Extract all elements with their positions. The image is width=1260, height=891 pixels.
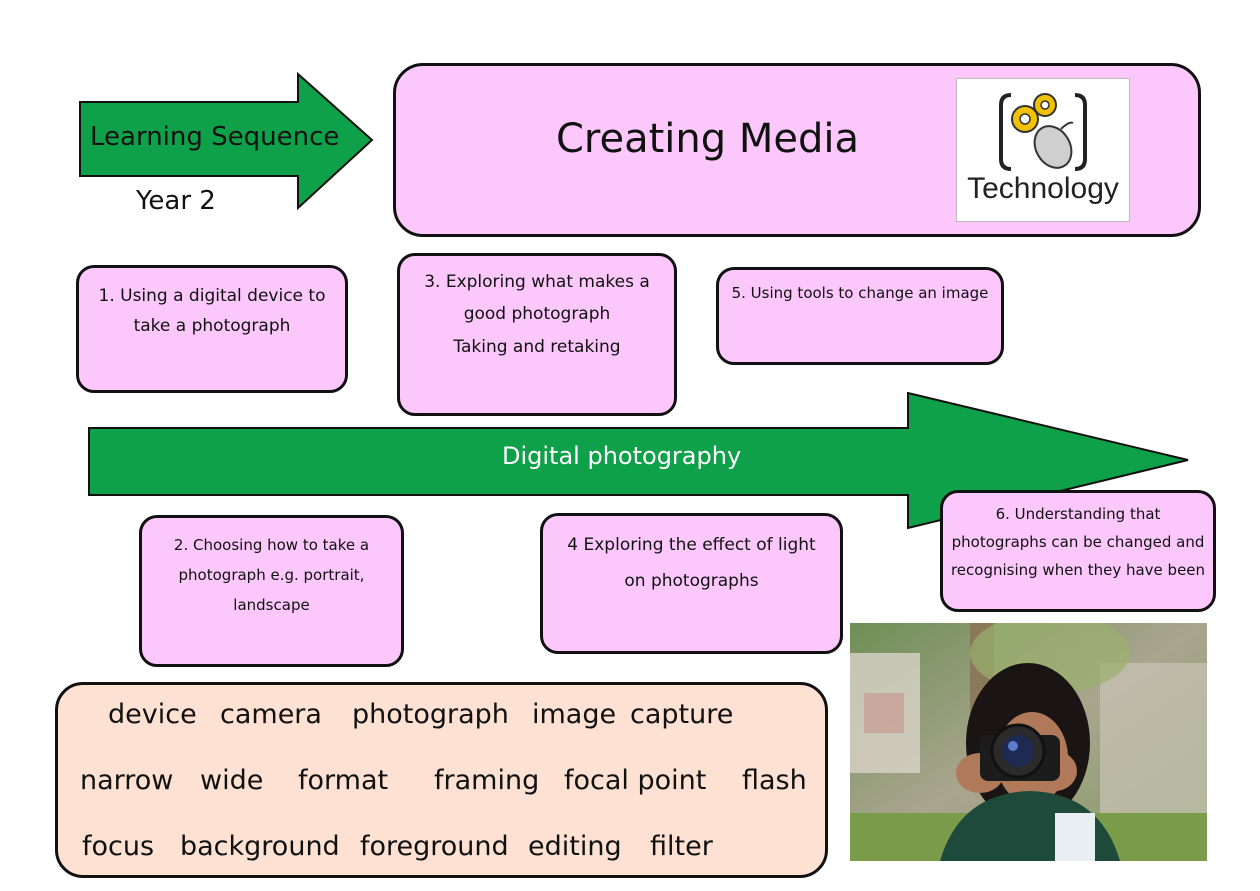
step-1-line-1: 1. Using a digital device to (98, 286, 326, 306)
photographer-photo (850, 623, 1207, 861)
page-title: Creating Media (556, 116, 860, 162)
vocab-word: capture (630, 699, 734, 730)
vocab-word: wide (200, 765, 264, 796)
vocab-word: foreground (360, 831, 509, 862)
vocab-word: flash (742, 765, 807, 796)
step-4-line-1: 4 Exploring the effect of light (567, 535, 816, 555)
step-4-line-2: on photographs (624, 570, 759, 591)
step-4-box: 4 Exploring the effect of light on photo… (540, 513, 843, 654)
vocab-word: background (180, 831, 340, 862)
step-2-line-3: landscape (233, 596, 310, 614)
vocab-word: editing (528, 831, 622, 862)
vocabulary-panel: device camera photograph image capture n… (55, 682, 828, 878)
vocab-word: photograph (352, 699, 509, 730)
vocab-word: focus (82, 831, 155, 862)
step-5-box: 5. Using tools to change an image (716, 267, 1004, 365)
timeline-arrow: Digital photography (88, 392, 1192, 530)
step-1-box: 1. Using a digital device to take a phot… (76, 265, 348, 393)
camera-icon (980, 723, 1060, 781)
vocab-word: narrow (80, 765, 174, 796)
step-2-line-1: 2. Choosing how to take a (173, 536, 370, 554)
step-2-box: 2. Choosing how to take a photograph e.g… (139, 515, 404, 667)
timeline-label: Digital photography (502, 442, 742, 470)
vocab-word: camera (220, 699, 322, 730)
step-5-line-1: 5. Using tools to change an image (731, 284, 989, 302)
gear-icon (1011, 93, 1057, 133)
vocab-word: format (298, 765, 389, 796)
vocab-word: device (108, 699, 197, 730)
step-3-line-3: Taking and retaking (453, 336, 621, 357)
step-3-line-2: good photograph (463, 304, 611, 325)
vocab-word: filter (650, 831, 713, 862)
sequence-label: Learning Sequence (90, 122, 340, 152)
vocab-word: focal point (564, 765, 707, 796)
sequence-arrow: Learning Sequence (78, 72, 376, 212)
logo-label: Technology (967, 171, 1119, 205)
step-3-line-1: 3. Exploring what makes a (424, 272, 650, 292)
step-3-box: 3. Exploring what makes a good photograp… (397, 253, 677, 416)
technology-logo: Technology (956, 78, 1130, 222)
step-6-line-2: photographs can be changed and (951, 532, 1205, 551)
step-6-line-1: 6. Understanding that (995, 505, 1161, 523)
vocab-word: framing (434, 765, 540, 796)
step-2-line-2: photograph e.g. portrait, (178, 566, 365, 584)
mouse-icon (1033, 121, 1074, 169)
year-label: Year 2 (136, 186, 216, 216)
vocab-word: image (532, 699, 617, 730)
title-box: Creating Media Technology (393, 63, 1201, 237)
step-6-box: 6. Understanding that photographs can be… (940, 490, 1216, 612)
step-1-line-2: take a photograph (133, 315, 291, 336)
step-6-line-3: recognising when they have been (950, 560, 1206, 579)
